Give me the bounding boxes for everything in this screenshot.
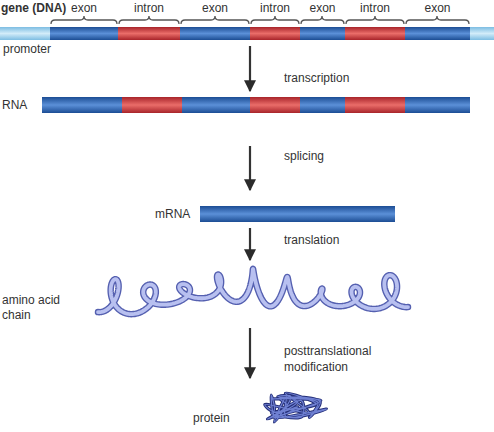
coding-segment: exon [405, 27, 470, 40]
coding-segment: exon [50, 27, 118, 40]
segment-brace [181, 16, 249, 24]
noncoding-segment [122, 97, 182, 113]
segment-label: exon [170, 1, 260, 16]
mrna-label: mRNA [155, 207, 197, 222]
segment-label: intron [108, 1, 190, 16]
coding-segment [42, 97, 122, 113]
protein-outline [265, 393, 327, 422]
coding-segment: exon [300, 27, 345, 40]
process-arrow [249, 228, 251, 260]
process-arrow [249, 46, 251, 91]
coding-segment [405, 97, 470, 113]
mrna-strand: mRNA [200, 206, 395, 222]
process-arrow [249, 328, 251, 378]
segment-label: exon [40, 1, 128, 16]
coding-segment [300, 97, 345, 113]
noncoding-segment: intron [345, 27, 405, 40]
segment-label: exon [290, 1, 355, 16]
coding-segment [182, 97, 250, 113]
segment-label: intron [335, 1, 415, 16]
rna-strand: RNA [42, 97, 470, 113]
process-arrow [249, 146, 251, 190]
noncoding-segment: intron [118, 27, 180, 40]
noncoding-segment: intron [250, 27, 300, 40]
protein-drawing [248, 388, 333, 430]
segment-label: intron [240, 1, 310, 16]
segment-brace [251, 16, 299, 24]
segment-brace [51, 16, 117, 24]
protein-label: protein [193, 411, 245, 426]
segment-brace [346, 16, 404, 24]
protein-shape: protein [248, 388, 333, 430]
segment-brace [301, 16, 344, 24]
process-label: transcription [284, 70, 414, 86]
dna-strand: gene (DNA)promoterexonintronexonintronex… [0, 27, 494, 40]
process-label: translation [284, 232, 414, 248]
protein-fill [265, 393, 327, 422]
coding-segment: exon [180, 27, 250, 40]
noncoding-segment [250, 97, 300, 113]
rna-label: RNA [2, 98, 40, 113]
promoter-label: promoter [3, 42, 93, 57]
chain-outline [98, 269, 408, 314]
chain-fill [98, 269, 408, 314]
amino-acid-chain: amino acid chain [88, 262, 418, 322]
noncoding-segment [345, 97, 405, 113]
process-label: posttranslational modification [284, 343, 414, 375]
process-label: splicing [284, 148, 414, 164]
segment-brace [119, 16, 179, 24]
segment-label: exon [395, 1, 480, 16]
chain-label: amino acid chain [2, 293, 74, 323]
segment-brace [406, 16, 469, 24]
chain-drawing [88, 262, 418, 322]
